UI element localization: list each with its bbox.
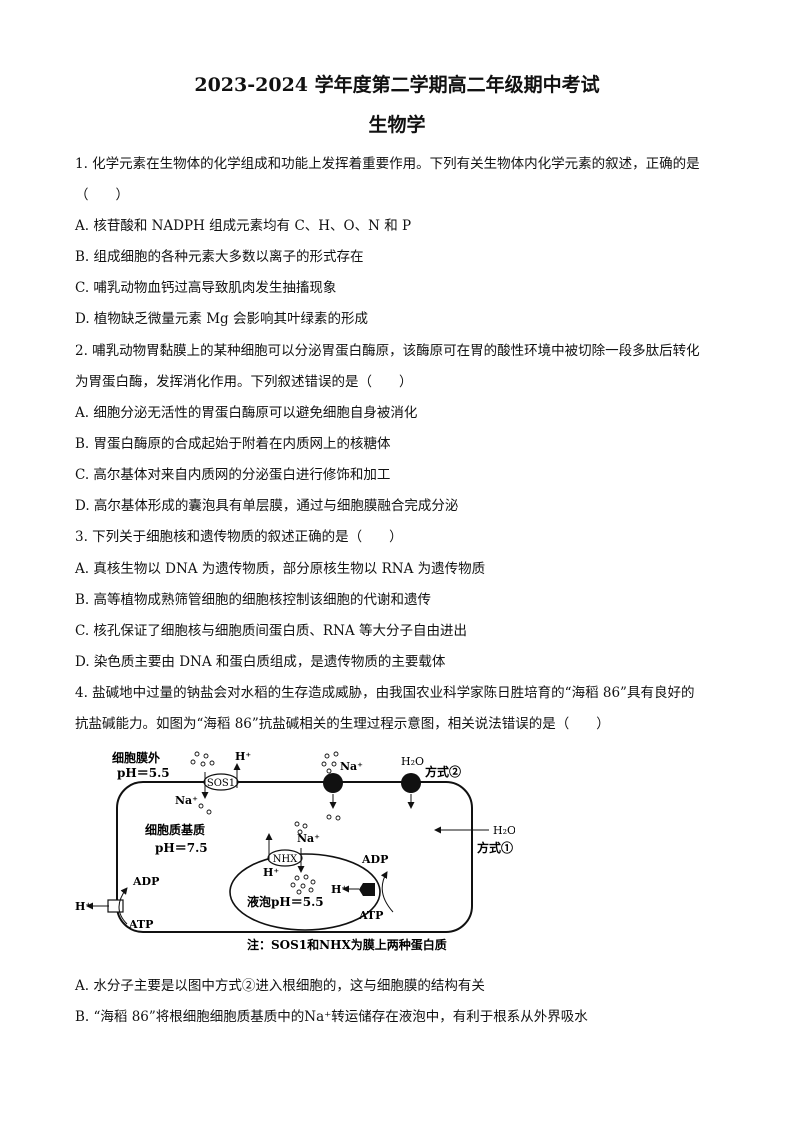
pump-atp-label: ATP [358, 909, 383, 922]
question-2-option-c: C. 高尔基体对来自内质网的分泌蛋白进行修饰和加工 [75, 467, 391, 483]
vacuole-label: 液泡pH＝5.5 [247, 894, 324, 909]
nhx-na-dots-bottom [290, 874, 316, 895]
question-2-option-d: D. 高尔基体形成的囊泡具有单层膜，通过与细胞膜融合完成分泌 [75, 498, 459, 514]
diffusion-h2o-label: H₂O [493, 824, 515, 837]
sos1-na-dots-bottom [198, 803, 212, 815]
question-3-option-c: C. 核孔保证了细胞核与细胞质间蛋白质、RNA 等大分子自由进出 [75, 623, 467, 639]
question-4-stem-cont: 抗盐碱能力。如图为“海稻 86”抗盐碱相关的生理过程示意图，相关说法错误的是（ … [75, 716, 610, 732]
sos1-h-label: H⁺ [235, 750, 251, 763]
question-1-option-a: A. 核苷酸和 NADPH 组成元素均有 C、H、O、N 和 P [75, 218, 412, 234]
subject-title: 生物学 [368, 114, 426, 136]
question-1-option-d: D. 植物缺乏微量元素 Mg 会影响其叶绿素的形成 [75, 311, 368, 327]
membrane-pump-adp-label: ADP [132, 875, 159, 888]
cell-diagram: 细胞膜外 pH＝5.5 SOS1 H⁺ Na⁺ Na⁺ H₂O 方式② H₂O [75, 742, 516, 957]
channel-na-dots-bottom [326, 814, 341, 821]
sos1-na-dots-top [190, 751, 215, 767]
mode2-label: 方式② [425, 764, 461, 779]
membrane-pump-h-label: H⁺ [75, 900, 91, 913]
nhx-h-label: H⁺ [263, 866, 279, 879]
question-2-option-b: B. 胃蛋白酶原的合成起始于附着在内质网上的核糖体 [75, 436, 391, 452]
question-3-option-b: B. 高等植物成熟筛管细胞的细胞核控制该细胞的代谢和遗传 [75, 592, 432, 608]
question-1-option-c: C. 哺乳动物血钙过高导致肌肉发生抽搐现象 [75, 280, 337, 296]
pump-adp-label: ADP [361, 853, 388, 866]
vacuole-proton-pump [359, 883, 375, 896]
question-1-stem: 1. 化学元素在生物体的化学组成和功能上发挥着重要作用。下列有关生物体内化学元素… [75, 156, 700, 172]
cell-membrane [116, 781, 473, 933]
question-4-option-b: B. “海稻 86”将根细胞细胞质基质中的Na⁺转运储存在液泡中，有利于根系从外… [75, 1009, 588, 1025]
question-4-stem: 4. 盐碱地中过量的钠盐会对水稻的生存造成威胁，由我国农业科学家陈日胜培育的“海… [75, 685, 695, 701]
nhx-na-dots-top [294, 821, 308, 835]
exam-title: 2023-2024 学年度第二学期高二年级期中考试 [194, 74, 600, 96]
question-2-stem: 2. 哺乳动物胃黏膜上的某种细胞可以分泌胃蛋白酶原，该酶原可在胃的酸性环境中被切… [75, 343, 700, 359]
question-4-option-a: A. 水分子主要是以图中方式②进入根细胞的，这与细胞膜的结构有关 [75, 978, 485, 994]
nhx-na-label: Na⁺ [297, 832, 320, 845]
diagram-note: 注：SOS1和NHX为膜上两种蛋白质 [247, 937, 447, 952]
sos1-label: SOS1 [207, 778, 235, 789]
mode1-label: 方式① [477, 840, 513, 855]
sos1-protein [203, 773, 239, 791]
question-3-stem: 3. 下列关于细胞核和遗传物质的叙述正确的是（ ） [75, 529, 403, 545]
cytoplasm-ph: pH＝7.5 [155, 841, 208, 855]
membrane-pump-atp-label: ATP [128, 918, 153, 931]
question-2-stem-cont: 为胃蛋白酶，发挥消化作用。下列叙述错误的是（ ） [75, 374, 413, 390]
question-1-bracket: （ ） [75, 187, 129, 203]
channel-na-dots-top [321, 751, 339, 774]
channel-na-label: Na⁺ [340, 760, 363, 773]
na-channel [323, 773, 343, 793]
pump-h-label: H⁺ [331, 883, 347, 896]
question-2-option-a: A. 细胞分泌无活性的胃蛋白酶原可以避免细胞自身被消化 [75, 405, 418, 421]
cytoplasm-label: 细胞质基质 [145, 822, 205, 837]
outside-label: 细胞膜外 [112, 750, 160, 765]
question-3-option-d: D. 染色质主要由 DNA 和蛋白质组成，是遗传物质的主要载体 [75, 654, 446, 670]
aquaporin [401, 773, 421, 793]
aquaporin-h2o-label: H₂O [401, 755, 424, 768]
membrane-proton-pump [107, 899, 124, 913]
nhx-label: NHX [273, 854, 298, 865]
vacuole [229, 853, 381, 931]
question-1-option-b: B. 组成细胞的各种元素大多数以离子的形式存在 [75, 249, 364, 265]
sos1-na-label: Na⁺ [175, 794, 198, 807]
outside-ph: pH＝5.5 [117, 766, 170, 780]
nhx-protein [267, 849, 303, 867]
cell-diagram-svg: 细胞膜外 pH＝5.5 SOS1 H⁺ Na⁺ Na⁺ H₂O 方式② H₂O [75, 750, 516, 952]
question-3-option-a: A. 真核生物以 DNA 为遗传物质，部分原核生物以 RNA 为遗传物质 [75, 561, 486, 577]
